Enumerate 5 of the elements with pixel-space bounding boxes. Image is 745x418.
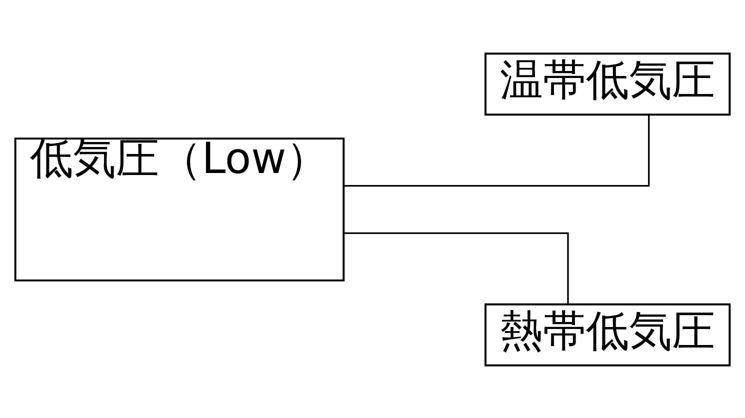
connector bbox=[344, 232, 569, 304]
node-box: 低気圧（Low） bbox=[14, 137, 345, 281]
node-box: 温帯低気圧 bbox=[484, 52, 731, 116]
connector bbox=[344, 114, 650, 186]
node-box: 熱帯低気圧 bbox=[484, 302, 731, 366]
